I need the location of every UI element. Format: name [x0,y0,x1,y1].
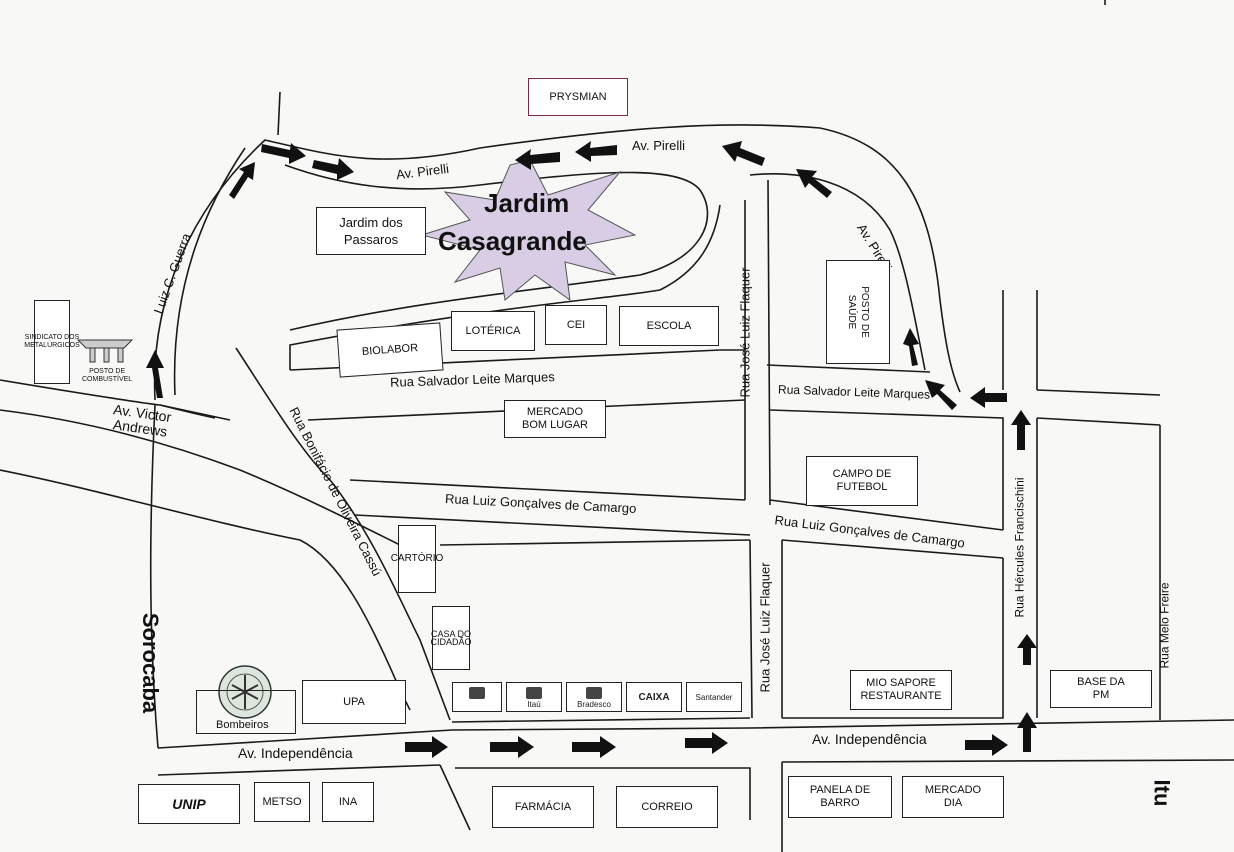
arrow-icon [685,732,728,754]
arrow-icon [970,387,1007,408]
place-mercado-bom-lugar: MERCADO BOM LUGAR [504,400,606,438]
city-label-itu: Itu [1149,779,1175,807]
bank-banco-brasil [452,682,502,712]
place-bombeiros: Bombeiros [216,719,269,731]
place-ina: INA [322,782,374,822]
bank-logo-icon [586,687,602,699]
place-mercado-dia: MERCADO DIA [902,776,1004,818]
neighborhood-title: Jardim [484,188,570,218]
place-base-pm: BASE DA PM [1050,670,1152,708]
place-correio: CORREIO [616,786,718,828]
arrow-icon [146,350,164,398]
bank-label: Santander [695,692,733,702]
place-posto-saude: POSTO DE SAÚDE [826,260,890,364]
place-panela-barro: PANELA DE BARRO [788,776,892,818]
bank-santander: Santander [686,682,742,712]
place-upa: UPA [302,680,406,724]
arrow-icon [490,736,534,758]
arrow-icon [572,736,616,758]
place-prysmian: PRYSMIAN [528,78,628,116]
arrow-icon [965,734,1008,756]
star-burst-icon [420,159,637,302]
street-label: Rua Melo Freire [1157,582,1172,669]
street-label: Rua Hércules Francischini [1012,477,1027,618]
posto-saude-text: POSTO DE SAÚDE [846,286,870,338]
street-label: Rua José Luiz Flaquer [737,267,753,398]
arrow-icon [925,380,957,410]
arrow-icon [722,141,765,166]
arrow-icon [903,328,919,366]
bank-logo-icon [526,687,542,699]
arrow-icon [1017,634,1037,665]
bank-caixa: CAIXA [626,682,682,712]
street-label: Av. Pirelli [632,138,685,153]
place-farmacia: FARMÁCIA [492,786,594,828]
arrow-icon [405,736,448,758]
arrow-icon [261,143,306,164]
place-escola: ESCOLA [619,306,719,346]
arrow-icon [575,141,617,162]
traffic-arrows [146,141,1037,758]
place-campo-futebol: CAMPO DE FUTEBOL [806,456,918,506]
place-jardim-passaros: Jardim dos Passaros [316,207,426,255]
bank-logo-icon [469,687,485,699]
arrow-icon [796,169,832,198]
neighborhood-title: Casagrande [438,226,587,256]
street-label: Av. Independência [812,731,927,747]
fire-department-emblem-icon [218,665,272,719]
arrow-icon [312,158,354,180]
place-bombeiros-box [196,690,296,734]
arrow-icon [229,162,255,199]
place-unip: UNIP [138,784,240,824]
place-mio-sapore: MIO SAPORE RESTAURANTE [850,670,952,710]
bank-itau: Itaú [506,682,562,712]
place-metso: METSO [254,782,310,822]
arrow-icon [1017,712,1037,752]
street-label: Rua José Luiz Flaquer [757,562,773,693]
place-casa-cidadao: CASA DO CIDADÃO [431,606,472,670]
place-loterica: LOTÉRICA [451,311,535,351]
city-label-sorocaba: Sorocaba [138,612,164,714]
arrow-icon [1011,410,1031,450]
place-cartorio: CARTÓRIO [391,525,443,593]
place-biolabor: BIOLABOR [336,322,444,378]
bank-label: Bradesco [577,700,611,709]
fuel-station-icon [76,339,134,363]
place-cei: CEI [545,305,607,345]
street-label: Av. Independência [238,745,353,761]
place-posto-combustivel: POSTO DE COMBUSTÍVEL [82,368,133,383]
bank-bradesco: Bradesco [566,682,622,712]
bank-label: CAIXA [638,691,670,703]
arrow-icon [515,149,560,170]
place-sindicato: SINDICATO DOS METALÚRGICOS [24,300,80,384]
bank-label: Itaú [527,700,541,709]
